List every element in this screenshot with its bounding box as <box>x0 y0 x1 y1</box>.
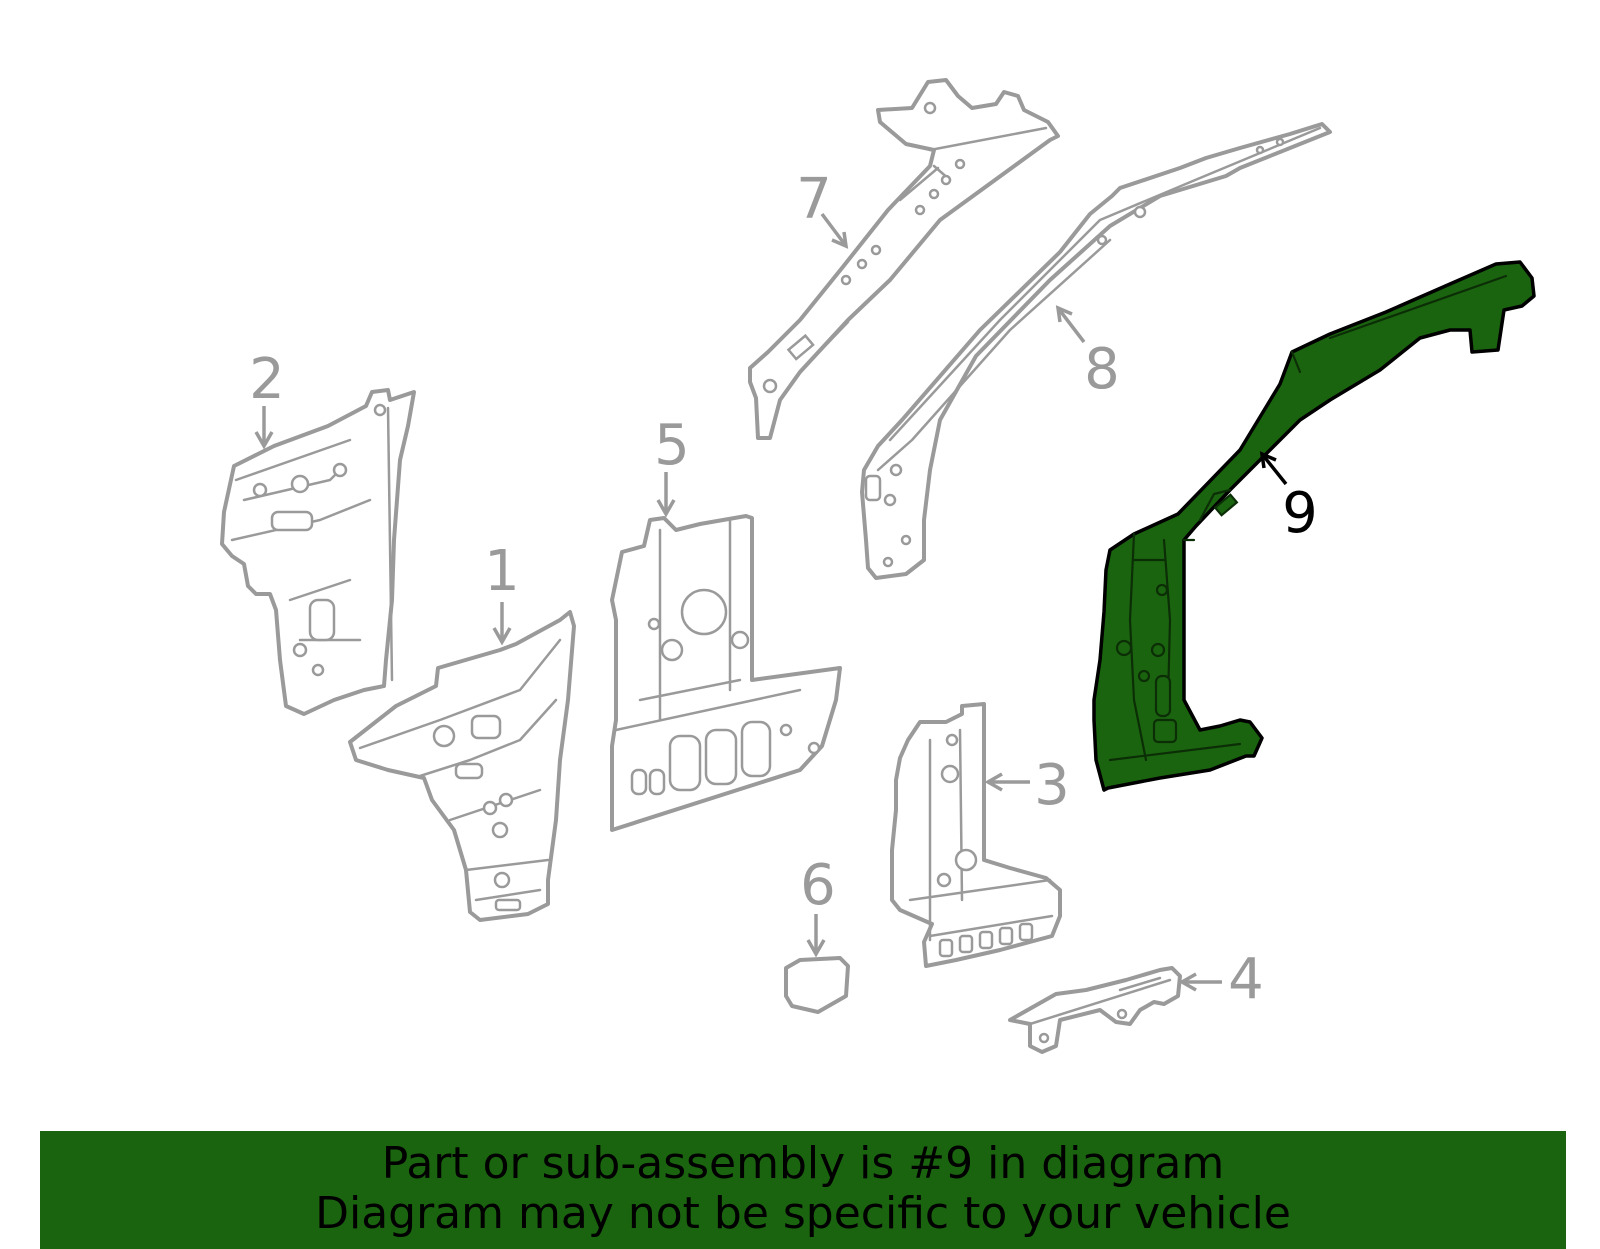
callout-2: 2 <box>249 347 285 412</box>
part-8[interactable] <box>860 122 1332 580</box>
leader-1-arrowhead <box>492 627 512 646</box>
callout-9: 9 <box>1282 481 1318 546</box>
leader-7 <box>820 212 848 248</box>
leader-6-arrowhead <box>806 939 826 958</box>
banner-line-1: Part or sub-assembly is #9 in diagram <box>381 1138 1225 1189</box>
callout-6: 6 <box>800 853 836 918</box>
part-3[interactable] <box>890 702 1062 968</box>
part-2[interactable] <box>220 388 416 716</box>
leader-9-arrowhead <box>1259 451 1277 469</box>
callout-8: 8 <box>1084 337 1120 402</box>
leader-2-arrowhead <box>254 431 274 450</box>
leader-8 <box>1056 306 1086 344</box>
leader-9 <box>1260 452 1288 486</box>
callout-5: 5 <box>654 413 690 478</box>
part-5[interactable] <box>610 514 842 832</box>
part-7[interactable] <box>748 78 1060 440</box>
part-9-highlighted[interactable] <box>1092 260 1536 792</box>
info-banner: Part or sub-assembly is #9 in diagram Di… <box>40 1131 1566 1249</box>
callout-4: 4 <box>1228 947 1264 1012</box>
part-6[interactable] <box>784 956 850 1014</box>
callout-1: 1 <box>484 539 520 604</box>
leader-3-arrowhead <box>984 772 1003 792</box>
parts-diagram: 2 1 5 7 8 3 6 4 9 <box>220 78 1536 1054</box>
leader-5-arrowhead <box>656 499 676 518</box>
leader-7-arrowhead <box>831 231 849 249</box>
part-1[interactable] <box>348 610 576 922</box>
banner-line-2: Diagram may not be specific to your vehi… <box>315 1188 1291 1239</box>
leader-4-arrowhead <box>1178 972 1197 992</box>
part-4[interactable] <box>1008 966 1182 1054</box>
callout-3: 3 <box>1034 753 1070 818</box>
leader-8-arrowhead <box>1055 305 1073 323</box>
